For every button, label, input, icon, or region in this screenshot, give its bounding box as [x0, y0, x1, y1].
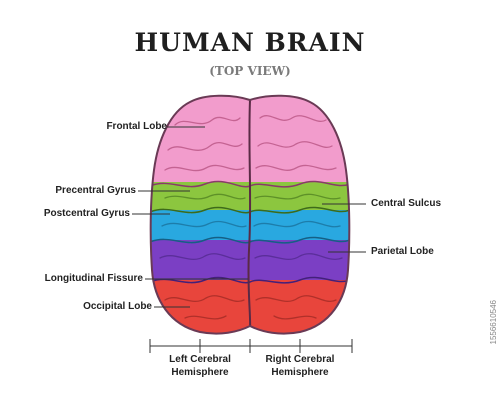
leader-lines: [132, 126, 366, 308]
diagram-subtitle: (TOP VIEW): [209, 64, 291, 78]
label-precentral-gyrus: Precentral Gyrus: [55, 185, 136, 196]
label-left-hemisphere: Left Cerebral Hemisphere: [150, 353, 250, 379]
right-hemisphere-line1: Right Cerebral: [265, 354, 335, 365]
left-hemisphere-line2: Hemisphere: [171, 367, 229, 378]
label-frontal-lobe: Frontal Lobe: [106, 121, 167, 132]
brain-outline: [149, 94, 351, 335]
hemisphere-bracket: [149, 339, 353, 353]
diagram-title: HUMAN BRAIN: [134, 28, 366, 57]
label-longitudinal-fissure: Longitudinal Fissure: [44, 273, 143, 284]
label-parietal-lobe: Parietal Lobe: [371, 246, 434, 257]
right-hemisphere-line2: Hemisphere: [271, 367, 329, 378]
left-hemisphere-line1: Left Cerebral: [169, 354, 231, 365]
label-postcentral-gyrus: Postcentral Gyrus: [43, 208, 130, 219]
label-central-sulcus: Central Sulcus: [371, 198, 442, 209]
label-right-hemisphere: Right Cerebral Hemisphere: [250, 353, 350, 379]
watermark-id: 1556610546: [489, 300, 498, 345]
label-occipital-lobe: Occipital Lobe: [83, 301, 152, 312]
